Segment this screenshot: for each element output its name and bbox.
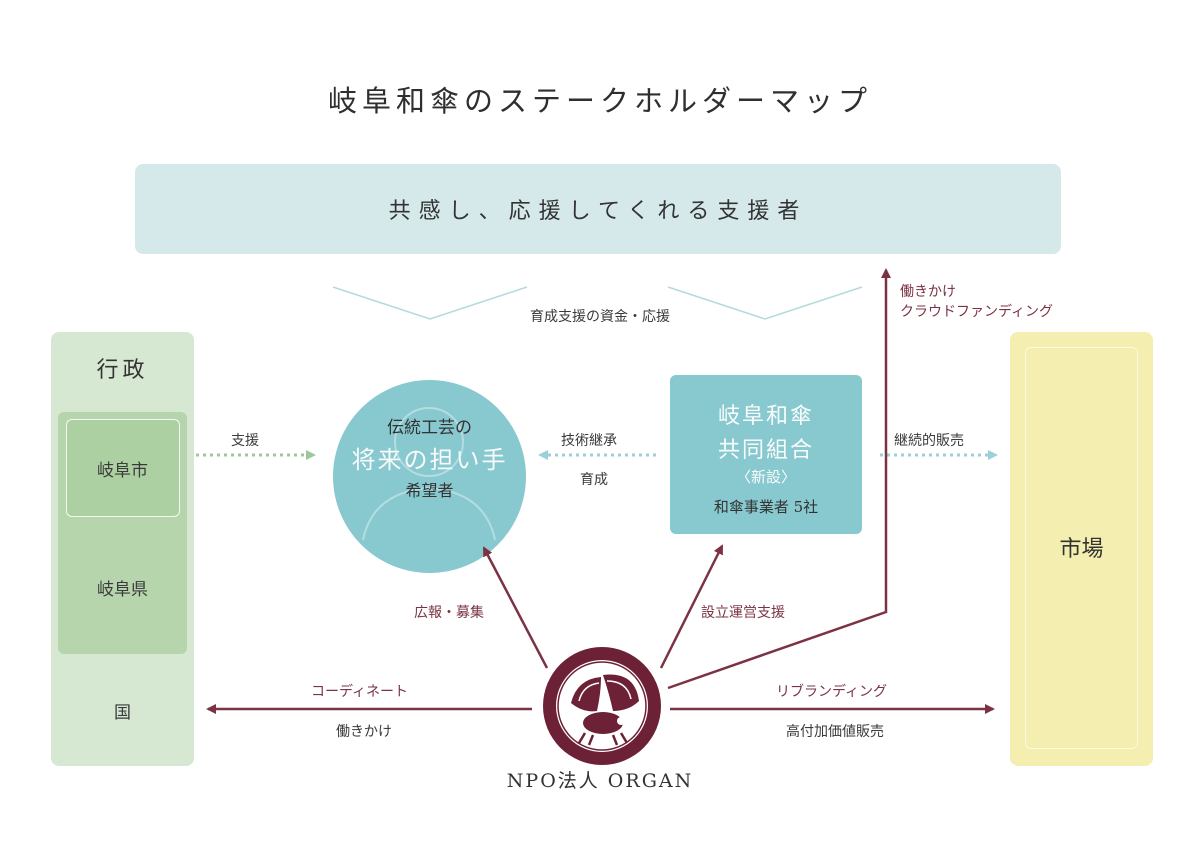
cooperative-line2: 共同組合 bbox=[717, 438, 814, 463]
market-box bbox=[1010, 332, 1153, 766]
funding-chevron-right bbox=[667, 286, 863, 320]
cooperative-box bbox=[670, 375, 862, 534]
continuous-sales-label: 継続的販売 bbox=[894, 433, 964, 449]
successor-line2: 将来の担い手 bbox=[351, 446, 508, 474]
cooperative-line1: 岐阜和傘 bbox=[717, 404, 814, 429]
rebranding-label: リブランディング bbox=[776, 684, 888, 700]
outreach-crowdfunding-arrow bbox=[667, 268, 891, 690]
funding-label: 育成支援の資金・応援 bbox=[530, 309, 670, 325]
successor-line3: 希望者 bbox=[405, 481, 454, 500]
city-label: 岐阜市 bbox=[97, 461, 148, 481]
support-label: 支援 bbox=[231, 433, 259, 449]
training-label: 育成 bbox=[580, 472, 608, 488]
supporters-box: 共感し、応援してくれる支援者 bbox=[135, 164, 1061, 254]
pr-recruit-label: 広報・募集 bbox=[414, 605, 484, 621]
prefecture-label: 岐阜県 bbox=[97, 580, 148, 600]
city-box bbox=[66, 419, 180, 517]
setup-support-arrow bbox=[659, 544, 724, 669]
organization-name: NPO法人 ORGAN bbox=[506, 770, 694, 792]
outreach-top-label: 働きかけ bbox=[900, 284, 956, 300]
page-title: 岐阜和傘のステークホルダーマップ bbox=[327, 84, 872, 118]
pr-recruit-arrow bbox=[482, 546, 549, 669]
moth-crest-icon bbox=[556, 660, 648, 752]
government-title: 行政 bbox=[96, 358, 149, 383]
outreach-gov-label: 働きかけ bbox=[336, 724, 392, 740]
organ-logo bbox=[543, 647, 661, 765]
person-silhouette-icon bbox=[362, 407, 496, 541]
market-label: 市場 bbox=[1059, 537, 1104, 562]
market-inner-frame bbox=[1025, 347, 1138, 749]
supporters-label: 共感し、応援してくれる支援者 bbox=[388, 199, 808, 224]
cooperative-line3: 〈新設〉 bbox=[735, 468, 796, 486]
cooperative-line4: 和傘事業者 5社 bbox=[713, 498, 819, 516]
crowdfunding-label: クラウドファンディング bbox=[900, 304, 1054, 320]
successor-line1: 伝統工芸の bbox=[387, 418, 472, 438]
funding-chevron-left bbox=[332, 286, 528, 320]
coordinate-label: コーディネート bbox=[311, 684, 409, 700]
setup-support-label: 設立運営支援 bbox=[701, 605, 785, 621]
tech-transfer-label: 技術継承 bbox=[561, 433, 617, 449]
country-label: 国 bbox=[114, 703, 131, 723]
successor-circle bbox=[333, 380, 526, 573]
high-value-sales-label: 高付加価値販売 bbox=[786, 724, 884, 740]
